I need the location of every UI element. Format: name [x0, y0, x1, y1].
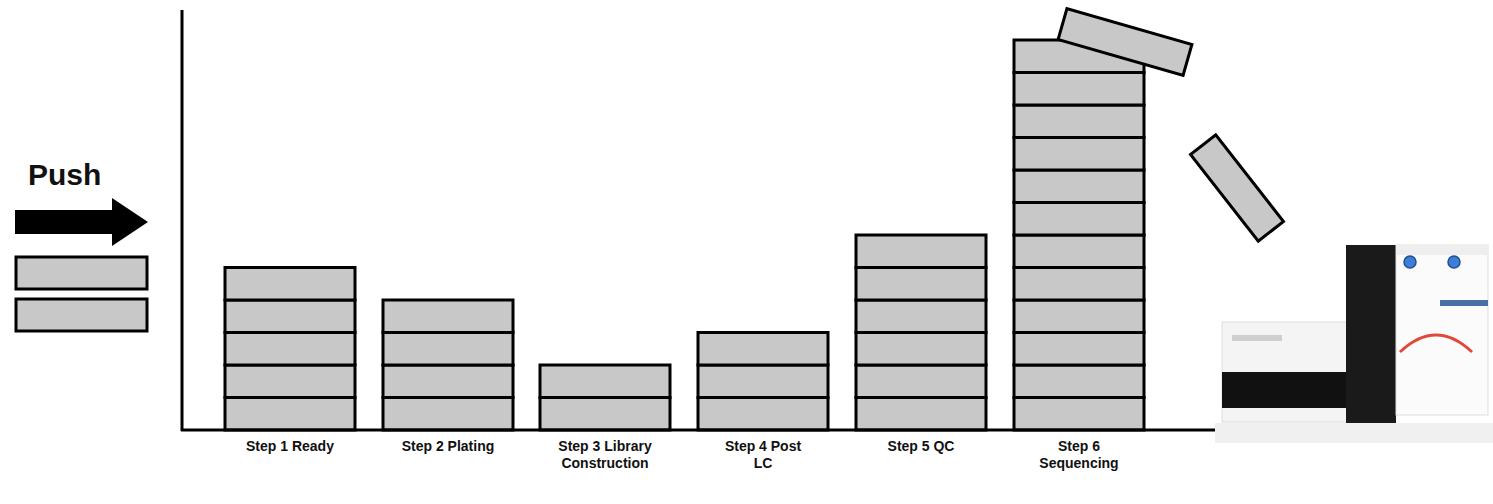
sample-box [540, 365, 670, 398]
step-label: Step 4 Post LC [715, 438, 811, 472]
sample-box [1014, 235, 1144, 268]
step-label: Step 5 QC [873, 438, 969, 455]
sequencer [1215, 245, 1493, 443]
queued-sample [16, 299, 147, 331]
step-label: Step 1 Ready [242, 438, 338, 455]
sample-box [1014, 300, 1144, 333]
step-label: Step 6 Sequencing [1031, 438, 1127, 472]
sample-box [225, 268, 355, 301]
sample-box [1014, 365, 1144, 398]
sample-box [1014, 170, 1144, 203]
sample-box [856, 268, 986, 301]
sample-box [856, 398, 986, 431]
queued-sample [16, 257, 147, 289]
sample-box [225, 365, 355, 398]
sample-box [383, 333, 513, 366]
falling-sample [1058, 9, 1192, 76]
sample-box [383, 398, 513, 431]
sample-box [856, 300, 986, 333]
sample-box [698, 333, 828, 366]
sample-box [856, 365, 986, 398]
y-axis [181, 10, 184, 431]
x-axis [181, 429, 1215, 432]
sample-box [1014, 73, 1144, 106]
sample-box [856, 235, 986, 268]
sample-stacks [225, 40, 1144, 430]
step-label: Step 3 Library Construction [557, 438, 653, 472]
sample-box [1014, 268, 1144, 301]
push-label: Push [28, 158, 101, 192]
sample-box [383, 365, 513, 398]
sample-box [1014, 333, 1144, 366]
sample-box [1014, 398, 1144, 431]
sample-box [540, 398, 670, 431]
sample-box [1014, 203, 1144, 236]
sample-box [698, 365, 828, 398]
step-label: Step 2 Plating [400, 438, 496, 455]
sample-box [856, 333, 986, 366]
sample-box [225, 300, 355, 333]
sample-box [383, 300, 513, 333]
sample-box [1014, 105, 1144, 138]
sample-box [225, 398, 355, 431]
sample-box [225, 333, 355, 366]
sample-box [1014, 138, 1144, 171]
falling-sample [1191, 135, 1284, 241]
push-arrow [15, 198, 148, 246]
sample-box [698, 398, 828, 431]
